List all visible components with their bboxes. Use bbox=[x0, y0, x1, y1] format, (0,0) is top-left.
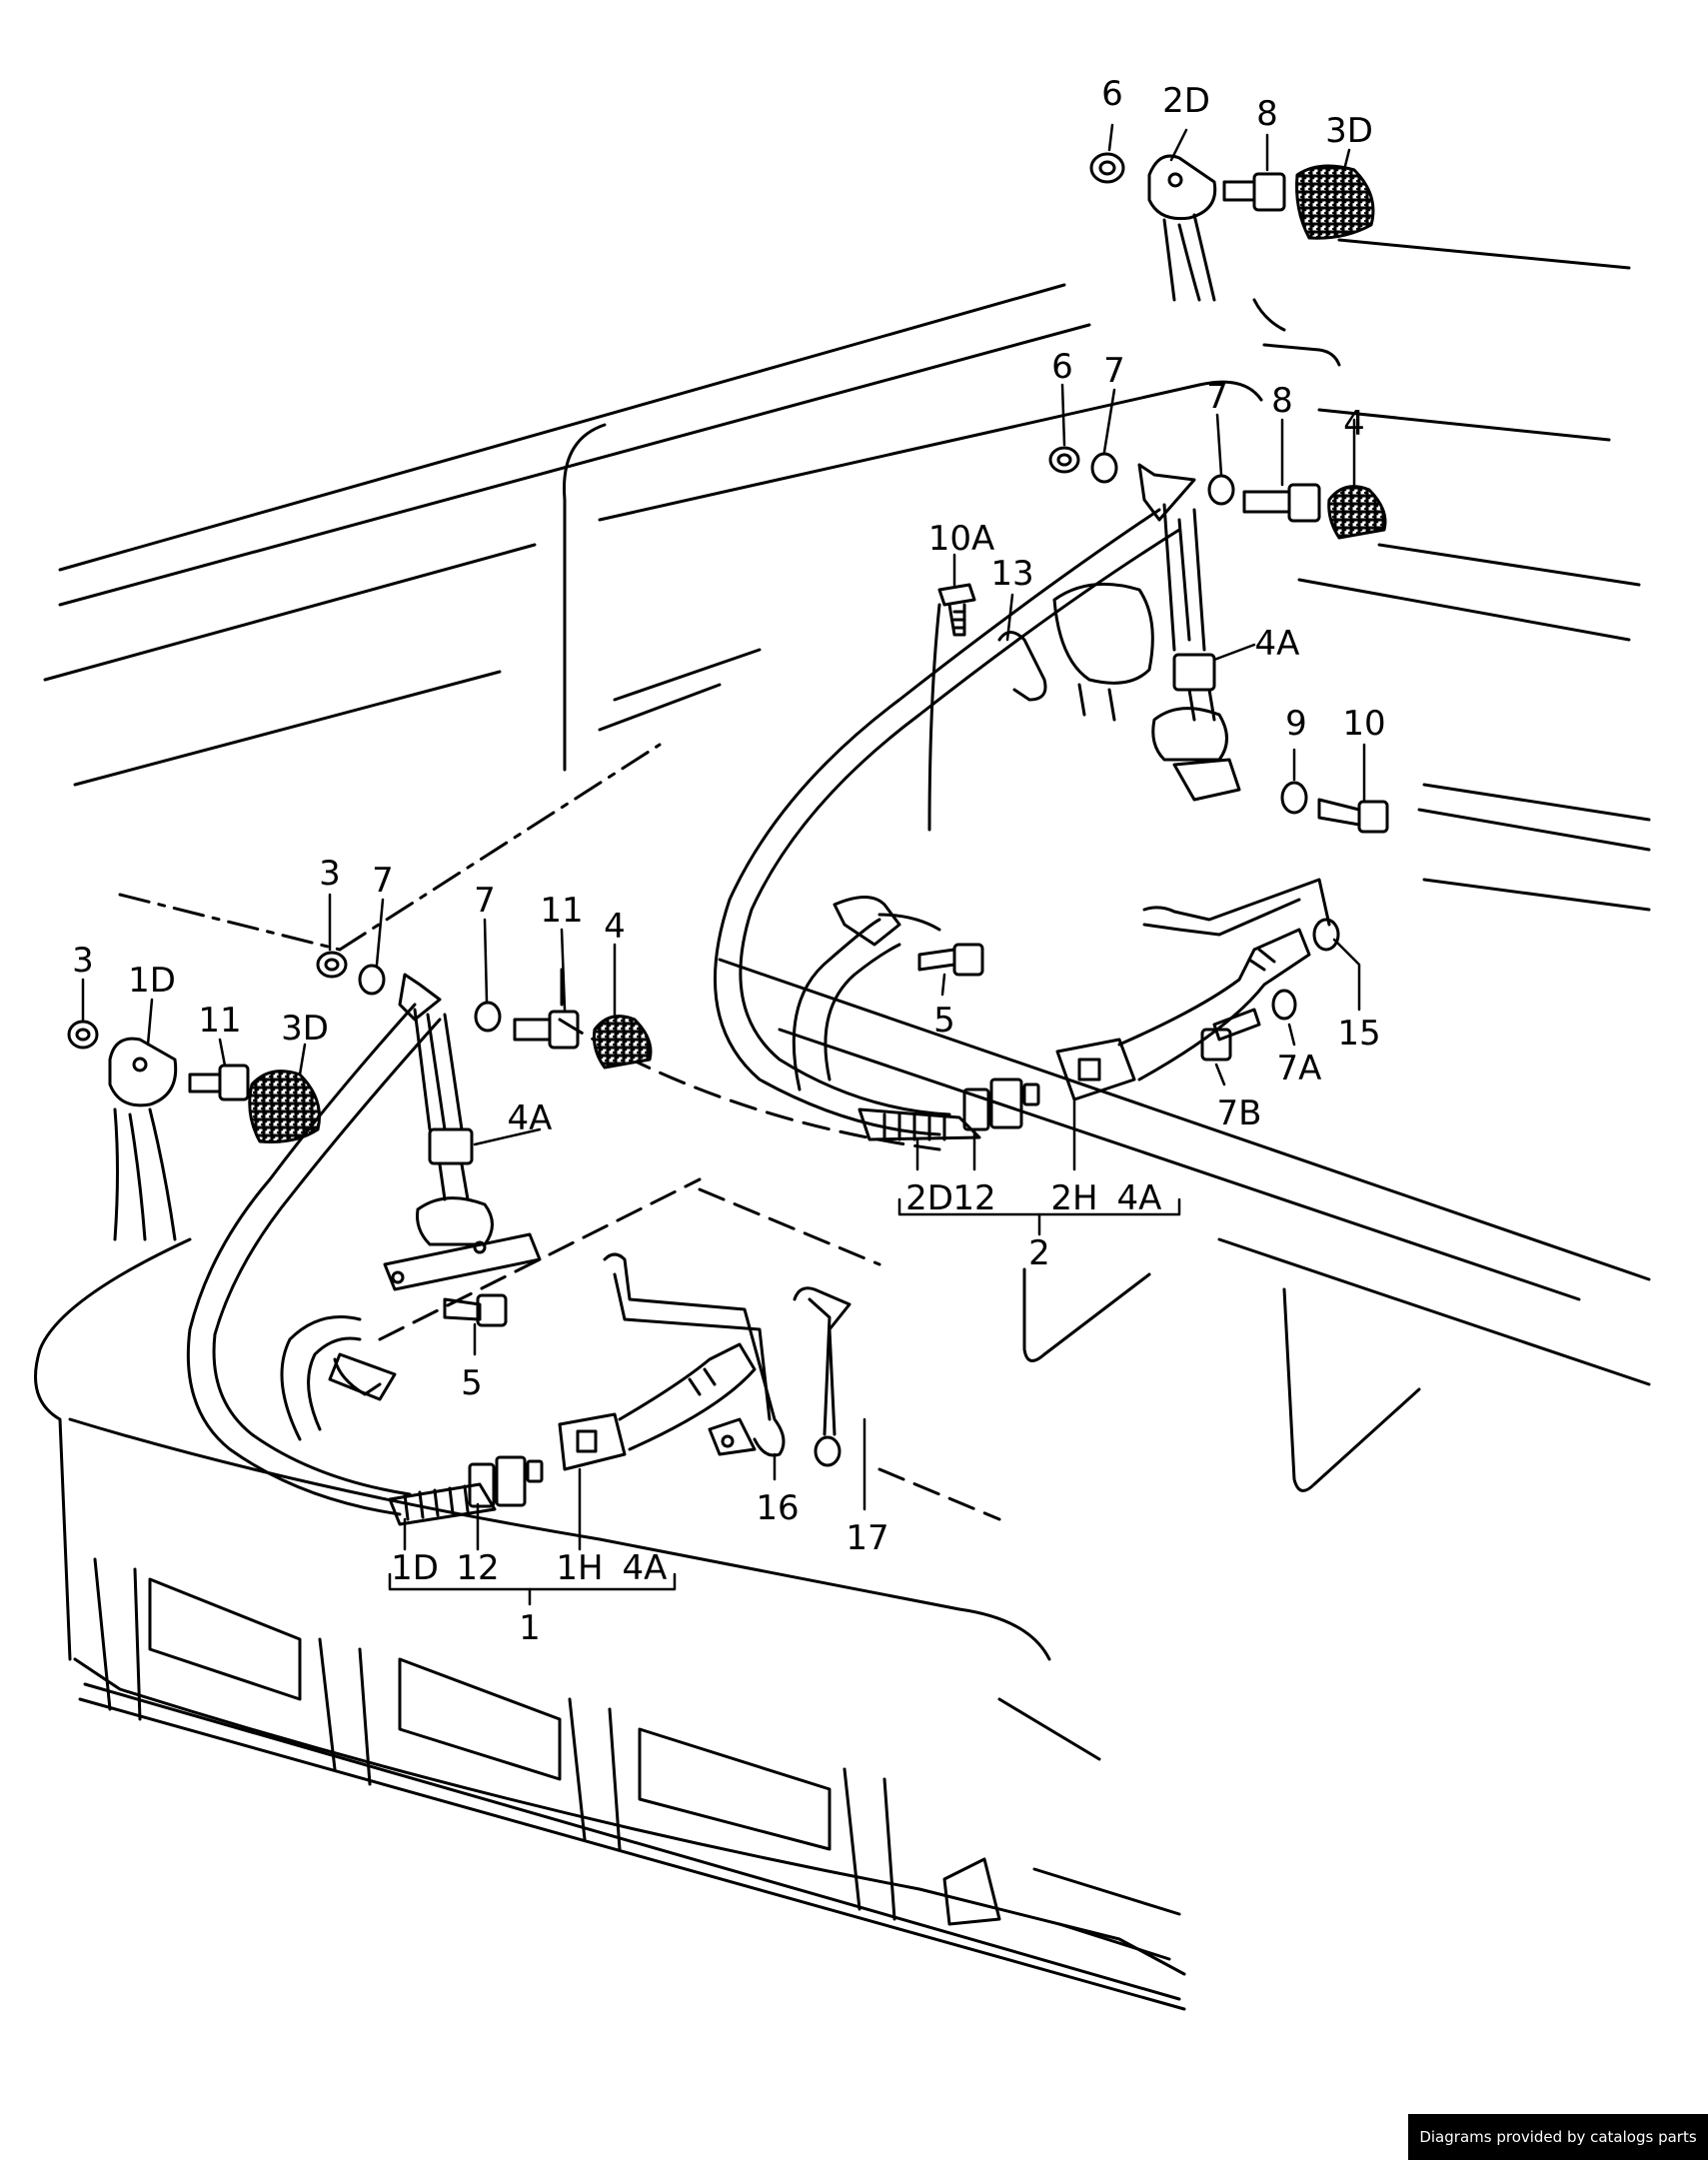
callout-12-right: 12 bbox=[952, 1178, 995, 1218]
callout-17: 17 bbox=[846, 1518, 888, 1558]
callout-8-mid: 8 bbox=[1271, 381, 1293, 421]
callout-7b: 7B bbox=[1217, 1093, 1262, 1133]
callout-9: 9 bbox=[1285, 704, 1307, 744]
callout-4a-bottom-right: 4A bbox=[1117, 1178, 1162, 1218]
callout-7a: 7A bbox=[1277, 1049, 1322, 1088]
callout-leader-lines bbox=[81, 123, 1366, 1606]
belt-guide-and-clip bbox=[937, 582, 1154, 722]
callout-1: 1 bbox=[519, 1608, 541, 1648]
callout-8-top: 8 bbox=[1256, 94, 1278, 134]
callout-4a-left: 4A bbox=[508, 1098, 553, 1138]
callout-3d-top: 3D bbox=[1325, 111, 1373, 151]
left-pillar-anchor-assembly bbox=[316, 951, 653, 1327]
callout-5-left: 5 bbox=[461, 1363, 483, 1403]
callout-15: 15 bbox=[1337, 1014, 1380, 1054]
callout-5-right: 5 bbox=[933, 1001, 955, 1041]
callout-12-left: 12 bbox=[456, 1548, 499, 1588]
callout-2d-top: 2D bbox=[1162, 81, 1210, 121]
callout-10: 10 bbox=[1342, 704, 1385, 744]
callout-7-mid-a: 7 bbox=[1103, 351, 1125, 391]
left-seat-belt-1 bbox=[186, 968, 852, 1526]
callout-3-left-b: 3 bbox=[72, 941, 94, 981]
callout-4a-right: 4A bbox=[1255, 624, 1300, 664]
callout-3d-left: 3D bbox=[281, 1009, 329, 1049]
callout-7-left-b: 7 bbox=[474, 881, 496, 921]
b-pillar-anchor-assembly bbox=[1048, 446, 1389, 834]
callout-11-left-b: 11 bbox=[198, 1001, 241, 1041]
callout-16: 16 bbox=[756, 1488, 799, 1528]
callout-2h: 2H bbox=[1050, 1178, 1097, 1218]
callout-labels: 6 2D 8 3D 6 7 7 8 4 10A 13 4A 9 10 3 7 7… bbox=[72, 74, 1385, 1648]
callout-6-mid: 6 bbox=[1051, 347, 1073, 387]
callout-1h: 1H bbox=[556, 1548, 603, 1588]
callout-7-mid-b: 7 bbox=[1206, 377, 1228, 417]
callout-7-left-a: 7 bbox=[372, 861, 394, 901]
callout-1d-bottom: 1D bbox=[391, 1548, 439, 1588]
callout-4a-bottom-left: 4A bbox=[623, 1548, 668, 1588]
upper-anchor-assembly-2d bbox=[1089, 152, 1375, 332]
callout-10a: 10A bbox=[928, 519, 995, 559]
callout-2d-bottom: 2D bbox=[905, 1178, 953, 1218]
callout-3-left-a: 3 bbox=[319, 854, 341, 894]
callout-2: 2 bbox=[1028, 1233, 1050, 1273]
callout-1d-top: 1D bbox=[128, 961, 176, 1001]
callout-11-left-a: 11 bbox=[540, 891, 583, 931]
callout-4-right: 4 bbox=[1343, 404, 1365, 444]
left-anchor-assembly-1d bbox=[67, 1020, 321, 1241]
callout-13: 13 bbox=[990, 554, 1033, 594]
callout-4-left: 4 bbox=[604, 907, 626, 947]
right-seat-belt-2 bbox=[714, 508, 1340, 1141]
callout-6-top: 6 bbox=[1101, 74, 1123, 114]
diagram-credit-badge: Diagrams provided by catalogs parts bbox=[1408, 2114, 1708, 2160]
